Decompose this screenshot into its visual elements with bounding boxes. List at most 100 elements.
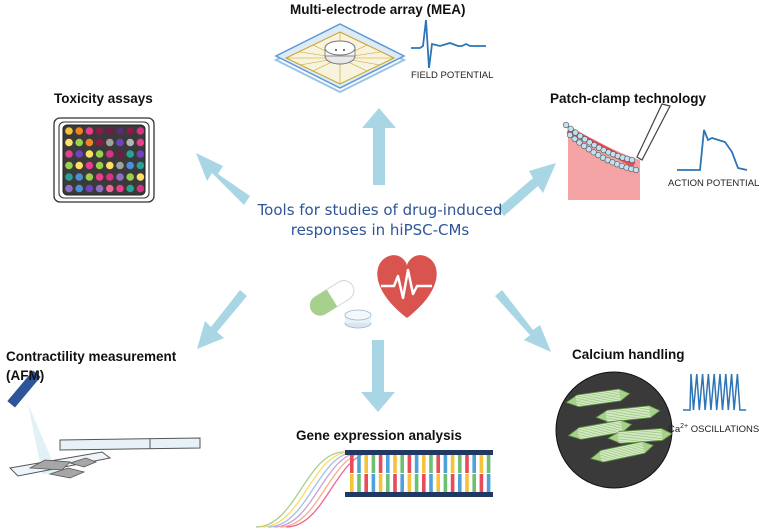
base-pair [350,474,354,492]
cardiomyocyte [565,388,631,408]
membrane-icon [562,121,640,200]
plate-well [106,173,114,181]
plate-well [65,161,73,170]
ca-suffix: OSCILLATIONS [688,424,760,436]
arrows [196,108,556,412]
base-pair [407,474,412,492]
plate-well [65,184,73,193]
lipid-head [581,136,588,143]
base-pair [458,474,462,492]
lipid-head [566,131,574,139]
base-pair [436,474,440,492]
plate-well [65,138,73,147]
plate-well [116,138,124,147]
cardiomyocyte [595,405,661,423]
base-pair [458,455,462,473]
contractility-title-line1: Contractility measurement [6,349,177,364]
center-title-line2: responses in hiPSC-CMs [290,221,470,239]
lipid-head [591,142,598,149]
center-title: Tools for studies of drug-induced respon… [230,200,530,240]
action-potential-label: ACTION POTENTIAL [668,178,760,189]
lipid-head [562,121,570,129]
plate-well [106,150,114,158]
base-pair [450,474,455,492]
plate-well [116,127,124,135]
plate-well [116,150,124,158]
plate-well [126,184,134,193]
lipid-head [581,142,588,150]
gene-expression-title: Gene expression analysis [296,428,462,443]
lipid-head [586,139,593,146]
base-pair [465,474,469,492]
base-pair [429,474,433,492]
base-pair [357,474,361,492]
plate-well [106,127,114,135]
toxicity-title: Toxicity assays [54,91,153,106]
base-pair [393,455,397,473]
plate-well [116,184,124,193]
lipid-head [577,132,584,140]
plate-well [75,127,83,135]
center-title-line1: Tools for studies of drug-induced [257,201,503,219]
base-pair [429,455,433,473]
base-pair [386,474,390,492]
plate-well [85,138,94,147]
cardiomyocyte [567,419,633,440]
plate-well [126,150,134,158]
pcr-curve [261,451,358,528]
lipid-head [576,139,583,146]
contractility-title: Contractility measurement (AFM) [6,347,176,385]
plate-well [85,150,94,158]
plate-well [95,138,104,147]
plate-well [116,161,124,170]
mea-title: Multi-electrode array (MEA) [290,2,466,17]
plate-well [95,161,104,170]
dna-icon [345,450,493,497]
plate-well [75,184,83,193]
plate-well [136,184,145,193]
plate-well [75,138,83,147]
lipid-head [567,125,574,132]
base-pair [386,455,390,473]
base-pair [378,455,383,473]
mea-chip-icon [273,23,407,94]
pcr-curve [279,451,376,528]
base-pair [486,455,491,473]
plate-well [116,173,124,181]
base-pair [393,474,397,492]
base-pair [479,455,484,473]
plate-well [95,150,104,158]
lipid-head [595,152,602,159]
base-pair [400,474,404,492]
field-potential-trace [411,19,486,69]
plate-well [136,127,145,135]
pcr-curve [255,451,352,528]
base-pair [443,474,448,492]
base-pair [472,455,476,473]
tablet-icon [344,309,372,329]
patch-clamp-title: Patch-clamp technology [550,91,707,106]
base-pair [443,455,448,473]
base-pair [450,455,455,473]
calcium-oscillation-trace [683,373,747,411]
plate-well [126,127,134,135]
plate-well [65,173,73,181]
plate-well [126,138,134,147]
lipid-head [585,146,592,153]
ca-prefix: Ca [668,424,681,436]
action-potential-trace [677,129,748,171]
plate-icon [53,117,155,203]
base-pair [378,474,383,492]
base-pair [422,474,426,492]
calcium-title: Calcium handling [572,347,685,362]
plate-well [95,127,104,135]
plate-well [65,127,73,135]
base-pair [436,455,440,473]
arrow-icon-downright [495,290,551,352]
pcr-curve-icon [255,451,382,528]
calcium-oscillation-label: Ca2+ OSCILLATIONS [668,423,759,435]
lipid-head [590,149,597,156]
field-potential-label: FIELD POTENTIAL [411,70,494,81]
plate-well [136,150,145,158]
base-pair [414,455,419,473]
